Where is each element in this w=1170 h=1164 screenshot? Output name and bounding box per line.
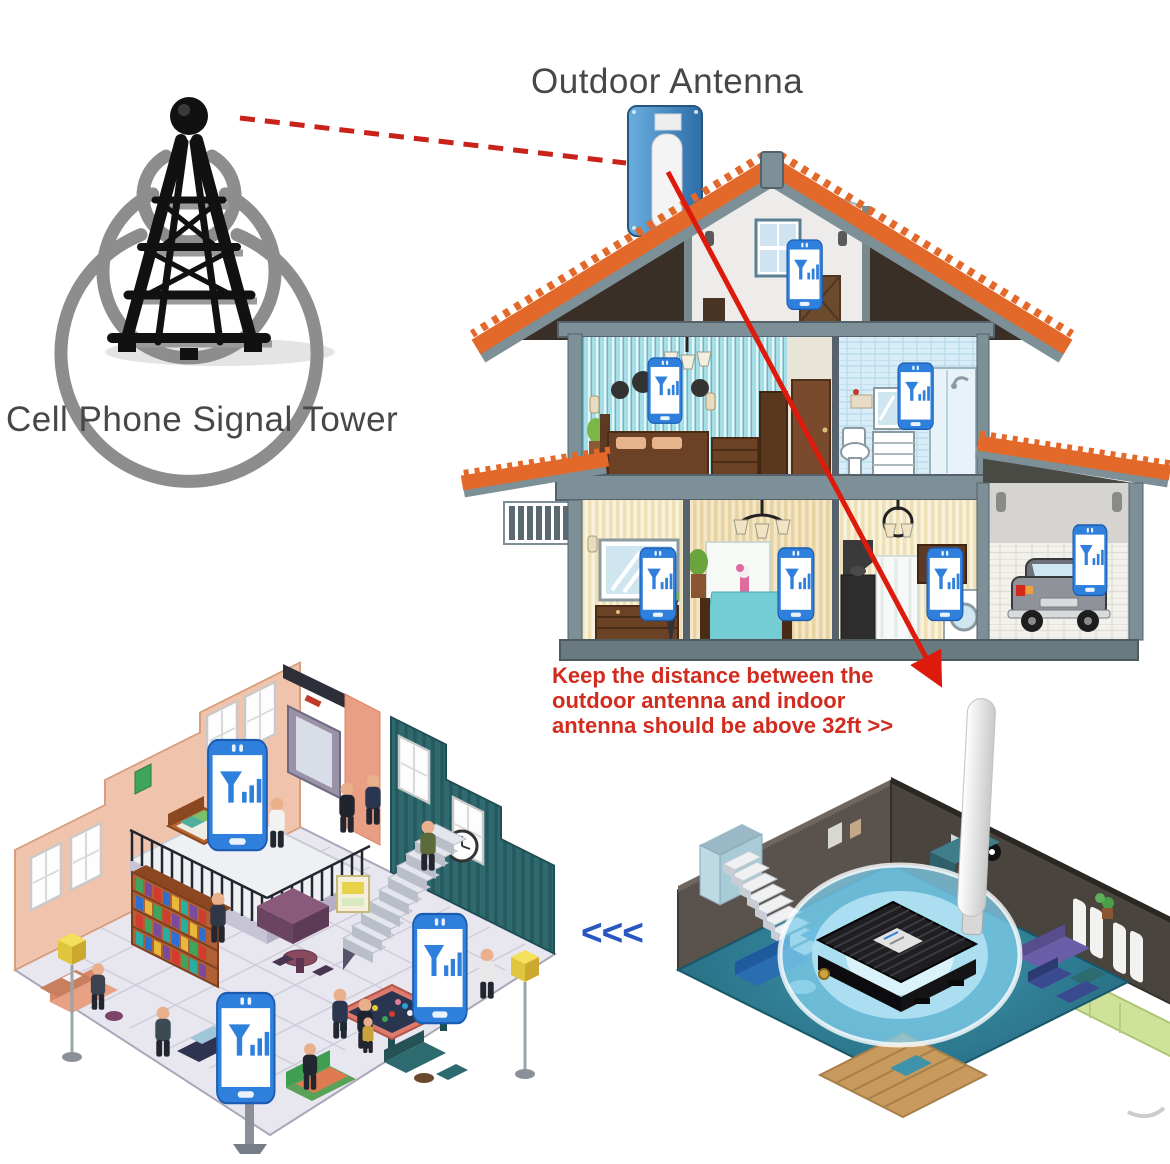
sma-connector <box>818 968 830 980</box>
dining-room <box>688 500 832 641</box>
signal-phone-icon <box>786 239 823 311</box>
bookshelf <box>131 865 232 989</box>
signal-phone-icon <box>897 362 934 430</box>
wall <box>683 500 690 640</box>
floor-lamp-icon <box>511 950 539 1079</box>
mid-floor-band <box>555 474 1003 501</box>
tower-structure <box>107 97 272 360</box>
wall <box>832 337 839 475</box>
signal-phone-icon <box>926 547 964 622</box>
left-chevrons: <<< <box>581 912 644 953</box>
wall <box>832 500 839 640</box>
distance-note-line: outdoor antenna and indoor <box>552 688 846 713</box>
right-lower-roof <box>975 430 1170 488</box>
living-room <box>582 500 683 641</box>
cell-tower-icon <box>54 97 335 488</box>
kitchen <box>839 500 985 641</box>
distance-note-line: antenna should be above 32ft >> <box>552 713 894 738</box>
wall <box>1128 482 1144 641</box>
signal-phone-icon <box>1072 524 1108 597</box>
bedroom <box>582 337 839 476</box>
reception-counter <box>257 888 329 944</box>
building-stairs <box>341 823 468 970</box>
wooden-deck <box>817 1031 989 1119</box>
wardrobe <box>759 391 788 476</box>
distance-note: Keep the distance between the outdoor an… <box>552 663 932 738</box>
sconce-icon <box>587 535 598 553</box>
sconce-icon <box>838 231 847 246</box>
decorative-swoosh <box>1127 1106 1166 1119</box>
wall-picture <box>134 763 152 795</box>
outdoor-antenna-label: Outdoor Antenna <box>531 62 804 101</box>
signal-booster-device <box>815 900 979 1012</box>
signal-phone-icon <box>647 357 683 424</box>
signal-phone-stand <box>215 991 276 1154</box>
sconce-icon <box>705 392 716 411</box>
elevator <box>283 664 345 800</box>
round-table <box>272 949 334 976</box>
indoor-building-illustration <box>12 661 558 1154</box>
mirror <box>873 387 902 430</box>
shelf <box>850 394 873 409</box>
signal-phone-icon <box>777 547 815 622</box>
signal-phone-icon <box>215 991 276 1105</box>
shower <box>929 367 977 476</box>
left-lower-roof <box>459 446 611 498</box>
vanity <box>872 431 915 476</box>
door <box>791 379 831 476</box>
display-case <box>336 875 370 913</box>
floor-lamp-icon <box>58 933 86 1062</box>
garage <box>989 483 1129 640</box>
indoor-whip-antenna-icon <box>956 698 996 936</box>
signal-phone-icon <box>206 738 268 852</box>
sconce-icon <box>705 231 714 246</box>
signal-phone-icon <box>639 547 677 622</box>
attic-floor-band <box>557 321 995 338</box>
door-track <box>1112 492 1122 512</box>
bathroom <box>839 337 977 476</box>
cell-tower-label: Cell Phone Signal Tower <box>6 400 399 439</box>
tower-top-ball <box>170 97 208 135</box>
signal-phone-icon <box>411 912 468 1025</box>
booster-room-illustration <box>675 698 1170 1119</box>
stove <box>840 574 876 641</box>
porch-railing <box>503 501 573 545</box>
sofa-set-right <box>384 1030 468 1083</box>
wall <box>567 499 583 641</box>
wall-plate <box>611 381 629 399</box>
foundation <box>559 639 1139 661</box>
sconce-icon <box>589 395 600 414</box>
wall <box>976 482 990 641</box>
crate <box>703 298 725 322</box>
distance-note-line: Keep the distance between the <box>552 663 874 688</box>
ridge-cap <box>760 151 784 189</box>
plant <box>688 549 708 575</box>
door-track <box>996 492 1006 512</box>
house-cutaway-illustration <box>459 105 1170 661</box>
